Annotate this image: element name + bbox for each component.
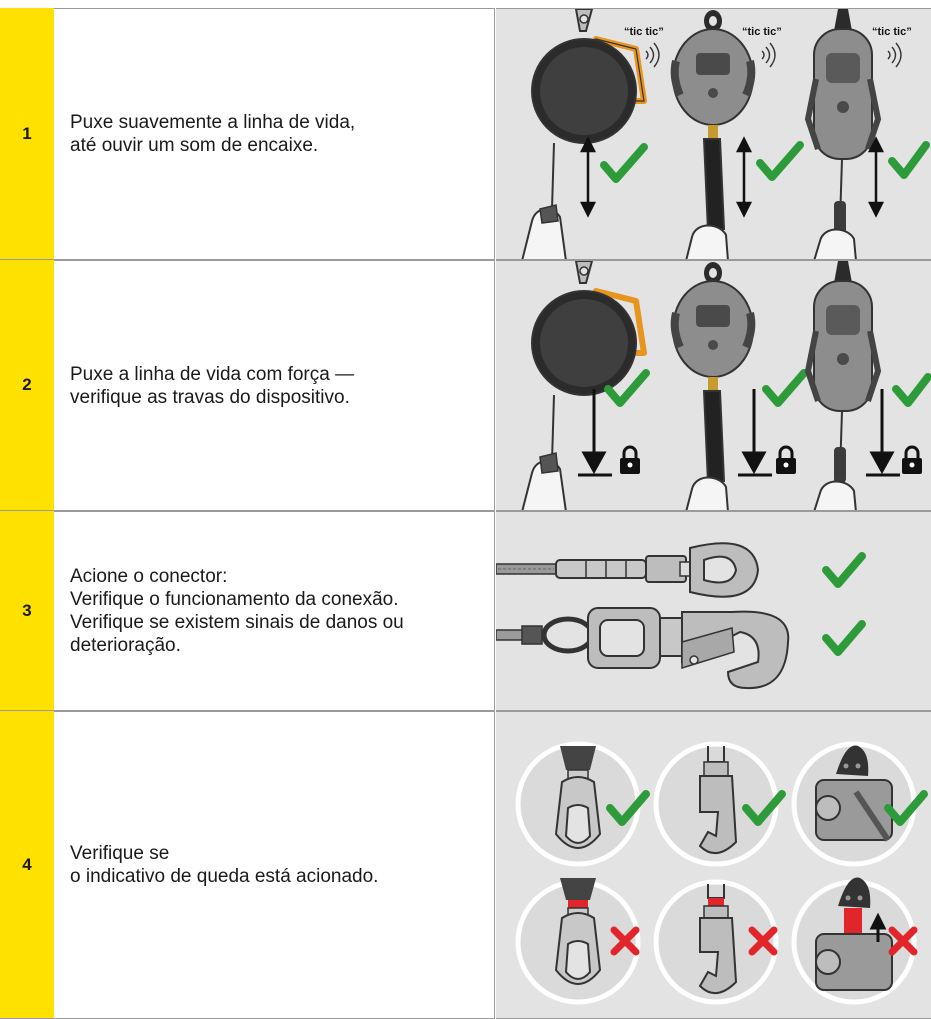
- down-arrow-icon: [738, 389, 772, 477]
- step-text-line: Verifique se: [70, 843, 170, 864]
- step-text-line: verifique as travas do dispositivo.: [70, 386, 350, 408]
- double-arrow-icon: [735, 136, 753, 218]
- check-icon: [892, 373, 931, 407]
- check-icon: [600, 143, 648, 183]
- step-row-1: 1 Puxe suavemente a linha de vida, até o…: [0, 8, 931, 260]
- double-arrow-icon: [579, 136, 597, 218]
- step-text-line: Puxe suavemente a linha de vida,: [70, 112, 356, 133]
- sound-waves-icon: [887, 42, 902, 68]
- check-icon: [884, 790, 928, 826]
- sound-label: “tic tic”: [872, 26, 912, 38]
- step-text-cell: Verifique se o indicativo de queda está …: [54, 711, 495, 1019]
- snap-hook-connector: [496, 607, 790, 690]
- lock-icon: [902, 445, 922, 474]
- srl-device-compact: [670, 262, 756, 510]
- srl-device-orange: [521, 9, 647, 259]
- fall-indicator-deployed-hook: [653, 879, 779, 1005]
- step-text-line: o indicativo de queda está acionado.: [70, 866, 379, 887]
- lock-icon: [776, 445, 796, 474]
- cross-icon: [888, 926, 918, 956]
- down-arrow-icon: [578, 389, 612, 477]
- cross-icon: [610, 926, 640, 956]
- step-number: 2: [22, 375, 32, 394]
- check-icon: [742, 790, 786, 826]
- step-number: 4: [22, 854, 32, 874]
- step-illustration: [496, 511, 931, 711]
- fall-indicator-ok-device: [791, 741, 917, 867]
- cross-icon: [748, 926, 778, 956]
- step-text-line: Verifique se existem sinais de danos ou: [70, 612, 404, 633]
- swivel-eye-connector: [496, 542, 760, 598]
- step-number: 3: [22, 600, 32, 620]
- step-text-line: até ouvir um som de encaixe.: [70, 135, 319, 156]
- up-arrow-icon: [869, 912, 887, 942]
- down-arrow-icon: [866, 389, 900, 477]
- check-icon: [888, 141, 930, 179]
- srl-device-orange: [521, 261, 647, 510]
- check-icon: [606, 790, 650, 826]
- step-number-cell: 1: [0, 8, 54, 260]
- step-number-cell: 2: [0, 260, 54, 511]
- step-number-cell: 4: [0, 711, 54, 1019]
- fall-indicator-deployed-device: [791, 877, 917, 1005]
- step-text-line: deterioração.: [70, 635, 181, 656]
- srl-device-compact: [670, 10, 756, 259]
- step-text-line: Acione o conector:: [70, 566, 228, 587]
- lock-icon: [620, 445, 640, 474]
- fall-indicator-deployed-eye: [515, 878, 641, 1005]
- sound-label: “tic tic”: [624, 26, 664, 38]
- step-number: 1: [22, 123, 32, 143]
- step-illustration: “tic tic”: [496, 8, 931, 260]
- step-number-cell: 3: [0, 511, 54, 711]
- fall-indicator-ok-eye: [515, 741, 641, 867]
- fall-indicator-ok-hook: [653, 741, 779, 867]
- step-text-cell: Puxe a linha de vida com força — verifiq…: [54, 260, 495, 511]
- step-illustration: [496, 260, 931, 511]
- check-icon: [822, 552, 866, 588]
- srl-device-cable: [804, 261, 882, 510]
- sound-waves-icon: [761, 42, 776, 68]
- step-text-cell: Acione o conector: Verifique o funcionam…: [54, 511, 495, 711]
- check-icon: [604, 369, 650, 407]
- step-text-line: Verifique o funcionamento da conexão.: [70, 589, 399, 610]
- check-icon: [756, 141, 804, 181]
- check-icon: [762, 369, 808, 407]
- double-arrow-icon: [867, 136, 885, 218]
- step-row-3: 3 Acione o conector: Verifique o funcion…: [0, 511, 931, 711]
- srl-device-cable: [804, 9, 882, 259]
- step-illustration: [496, 711, 931, 1019]
- sound-label: “tic tic”: [742, 26, 782, 38]
- check-icon: [822, 620, 866, 656]
- step-row-2: 2 Puxe a linha de vida com força — verif…: [0, 260, 931, 511]
- sound-waves-icon: [645, 42, 660, 68]
- step-text-cell: Puxe suavemente a linha de vida, até ouv…: [54, 8, 495, 260]
- step-row-4: 4 Verifique se o indicativo de queda est…: [0, 711, 931, 1019]
- step-text-line: Puxe a linha de vida com força —: [70, 363, 355, 385]
